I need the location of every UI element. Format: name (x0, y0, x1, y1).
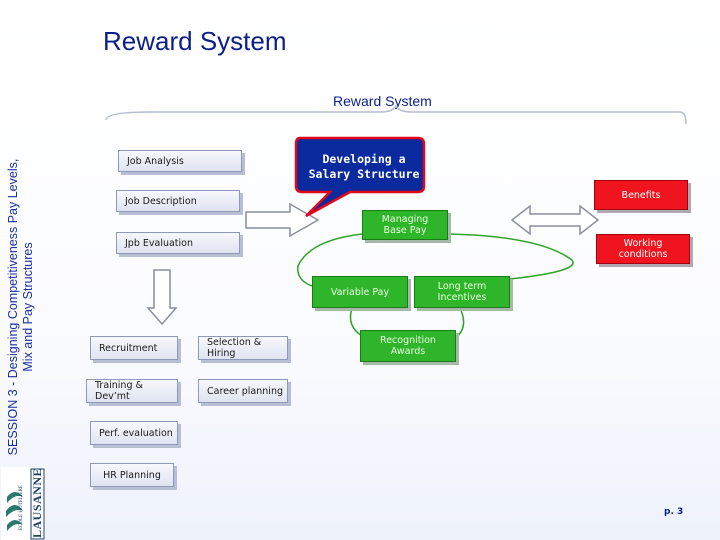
managing-base-pay-box: Managing Base Pay (362, 210, 448, 240)
job-analysis-box: Job Analysis (118, 150, 242, 172)
connector-right (447, 233, 574, 281)
lausanne-logo-icon (1, 467, 45, 540)
slide-title: Reward System (103, 26, 287, 56)
perf-evaluation-box: Perf. evaluation (90, 421, 178, 445)
hr-planning-box: HR Planning (90, 463, 174, 487)
down-arrow-icon (146, 269, 178, 326)
recruitment-box: Recruitment (90, 336, 178, 360)
session-side-text: SESSION 3 - Designing Competitiveness Pa… (6, 158, 35, 456)
recognition-awards-box: Recognition Awards (360, 330, 456, 362)
double-arrow-icon (510, 204, 600, 236)
job-description-box: Job Description (116, 190, 240, 212)
brace-line (105, 104, 687, 125)
working-conditions-box: Working conditions (596, 234, 690, 264)
training-box: Training & Dev’mt (86, 379, 178, 403)
selection-hiring-box: Selection & Hiring (198, 336, 288, 360)
job-evaluation-box: Jpb Evaluation (116, 232, 240, 254)
benefits-box: Benefits (594, 180, 688, 210)
diagram-title: Reward System (333, 93, 432, 109)
logo-small-text: ECOLE HOTELIERE (19, 485, 24, 530)
callout-developing-salary-structure: Developing a Salary Structure (308, 152, 420, 181)
page-number: p. 3 (664, 507, 684, 517)
career-planning-box: Career planning (198, 379, 288, 403)
variable-pay-box: Variable Pay (312, 276, 408, 308)
logo-text: LAUSANNE (30, 467, 44, 538)
callout-bubble (294, 136, 426, 218)
right-arrow-icon (245, 202, 320, 238)
long-term-incentives-box: Long term Incentives (414, 276, 510, 308)
connector-left (297, 233, 363, 287)
